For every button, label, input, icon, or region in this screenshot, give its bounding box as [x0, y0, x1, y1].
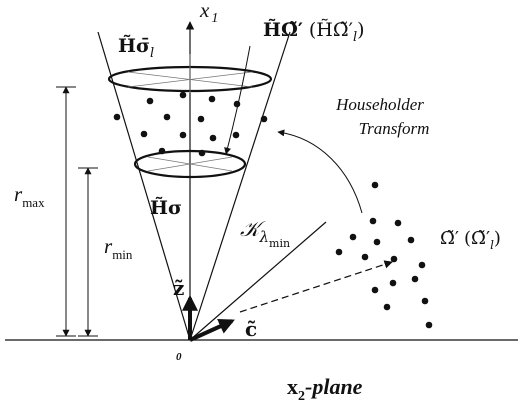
kappa-label: 𝒦λmin [240, 217, 290, 250]
h-sigma-label: H̃σ [150, 197, 182, 219]
r-min-label: rmin [104, 234, 133, 262]
h-omega-label: H̃Ω̃′(H̃Ω̃′l) [263, 19, 365, 45]
householder-label-line1: Householder [335, 95, 424, 114]
r-max-dimension [56, 86, 76, 337]
z-vector-label: z̃ [173, 276, 184, 300]
householder-label-line2: Transform [359, 119, 430, 138]
householder-arrow [277, 129, 363, 214]
r-min-dimension [78, 167, 98, 337]
c-vector-label: c̃ [245, 317, 257, 341]
label-arrow [224, 45, 251, 155]
x2-plane-label: x2-plane [287, 374, 363, 404]
dashed-projection-arrow [239, 260, 393, 313]
diagonal-axis [189, 221, 327, 341]
origin-label: 0 [176, 351, 182, 363]
c-vector [189, 318, 235, 342]
cone-right-edge [189, 31, 291, 341]
h-sigma-l-label: H̃σ̄l [118, 35, 154, 61]
omega-label: Ω̃′(Ω̃′l) [440, 228, 501, 252]
lower-ellipse [133, 149, 247, 179]
upper-ellipse [107, 54, 273, 93]
r-max-label: rmax [14, 182, 45, 210]
omega-points [335, 181, 433, 329]
